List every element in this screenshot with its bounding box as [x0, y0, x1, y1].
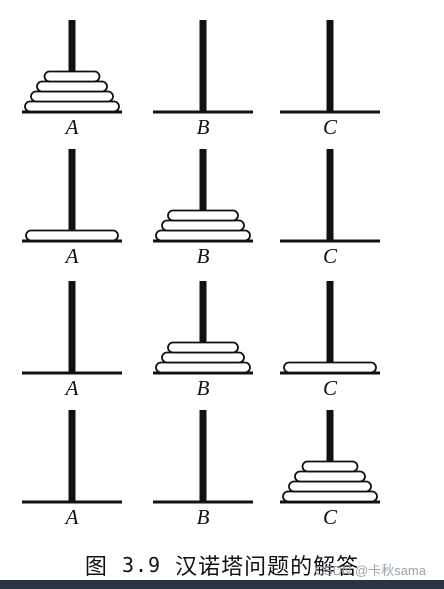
peg-c-3 — [326, 281, 334, 373]
disk-c-3-1 — [283, 361, 377, 374]
peg-a-2 — [68, 149, 76, 241]
peg-label-b-3: B — [197, 376, 210, 400]
disk-a-2-1 — [25, 229, 119, 242]
peg-label-c-2: C — [323, 244, 338, 268]
peg-b-1 — [199, 20, 207, 112]
peg-a-3 — [68, 281, 76, 373]
figure-number: 3.9 — [121, 553, 162, 577]
peg-a-4 — [68, 410, 76, 502]
peg-label-b-2: B — [197, 244, 210, 268]
peg-a-1 — [68, 20, 76, 112]
disk-b-3-3 — [167, 341, 239, 354]
disk-a-1-3 — [36, 80, 108, 93]
disk-b-2-2 — [161, 219, 245, 232]
disk-c-4-2 — [288, 480, 372, 493]
peg-b-2 — [199, 149, 207, 241]
peg-label-c-4: C — [323, 505, 338, 529]
disk-b-3-2 — [161, 351, 245, 364]
disk-b-2-3 — [167, 209, 239, 222]
peg-label-b-1: B — [197, 115, 210, 139]
peg-c-2 — [326, 149, 334, 241]
disk-c-4-4 — [301, 460, 359, 473]
figure-label: 图 — [84, 555, 108, 580]
disk-a-1-1 — [24, 100, 120, 113]
peg-label-c-3: C — [323, 376, 338, 400]
peg-label-a-1: A — [64, 115, 79, 139]
disk-a-1-4 — [43, 70, 101, 83]
peg-label-c-1: C — [323, 115, 338, 139]
peg-label-a-4: A — [64, 505, 79, 529]
disk-b-2-1 — [155, 229, 251, 242]
peg-c-1 — [326, 20, 334, 112]
peg-b-4 — [199, 410, 207, 502]
peg-label-a-2: A — [64, 244, 79, 268]
watermark: CSDN @卡秋sama — [314, 563, 426, 578]
disk-c-4-1 — [282, 490, 378, 503]
disk-b-3-1 — [155, 361, 251, 374]
peg-label-b-4: B — [197, 505, 210, 529]
peg-label-a-3: A — [64, 376, 79, 400]
disk-c-4-3 — [294, 470, 366, 483]
peg-b-3 — [199, 281, 207, 373]
figure-caption: 图 3.9 汉诺塔问题的解答 — [0, 548, 444, 582]
disk-a-1-2 — [30, 90, 114, 103]
bottom-bar — [0, 580, 444, 589]
peg-c-4 — [326, 410, 334, 502]
figure-title: 汉诺塔问题的解答 — [175, 555, 360, 580]
